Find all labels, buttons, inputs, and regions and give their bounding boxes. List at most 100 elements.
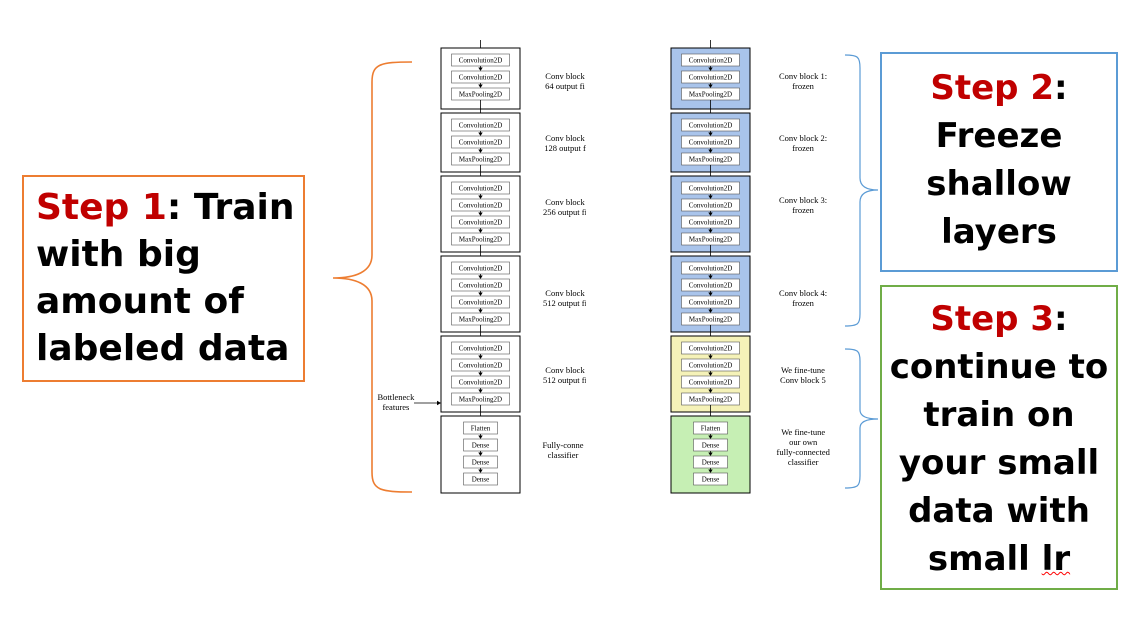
right-block-label-line: frozen [792, 143, 814, 153]
right-layer-arrow-head [708, 132, 713, 136]
right-layer-dense-text: Dense [702, 459, 720, 467]
right-layer-arrow-head [708, 435, 713, 439]
step2-line: layers [941, 212, 1057, 252]
left-layer-arrow-head [478, 372, 483, 376]
right-layer-conv-text: Convolution2D [689, 379, 733, 387]
right-block-label: Conv block 2:frozen [779, 133, 827, 153]
left-block-label-line: Conv block [545, 71, 585, 81]
right-layer-conv-text: Convolution2D [689, 299, 733, 307]
right-block-label-line: fully-connected [776, 447, 830, 457]
right-block-label-line: Conv block 1: [779, 71, 828, 81]
step1-number: Step 1 [36, 187, 167, 228]
right-layer-arrow-head [708, 275, 713, 279]
step1-line: labeled data [36, 328, 290, 369]
left-layer-pool-text: MaxPooling2D [459, 236, 502, 244]
right-block-label-line: We fine-tune [780, 365, 825, 375]
left-block-label-line: classifier [547, 450, 579, 460]
left-layer-arrow-head [478, 309, 483, 313]
right-block-label-line: Conv block 3: [779, 195, 828, 205]
left-layer-dense [463, 472, 498, 486]
left-layer-conv-text: Convolution2D [459, 299, 503, 307]
step3-callout: Step 3: continue to train on your small … [880, 285, 1118, 590]
right-layer-arrow-head [708, 67, 713, 71]
right-layer-conv-text: Convolution2D [689, 202, 733, 210]
right-layer-conv-text: Convolution2D [689, 345, 733, 353]
left-layer-conv-text: Convolution2D [459, 345, 503, 353]
right-block-label: Conv block 3:frozen [779, 195, 827, 215]
left-block-label-line: Fully-conne [542, 440, 584, 450]
right-layer-conv-text: Convolution2D [689, 265, 733, 273]
right-layer-conv-text: Convolution2D [689, 122, 733, 130]
left-block-label-line: 512 output fi [543, 298, 586, 308]
right-block-label-line: frozen [792, 81, 814, 91]
right-block-label-line: We fine-tune [781, 427, 826, 437]
right-layer-dense [693, 472, 728, 486]
left-layer-arrow-head [478, 389, 483, 393]
step3-line: train on [923, 395, 1075, 435]
right-block-label: Conv block 4:frozen [779, 288, 827, 308]
left-layer-conv-text: Convolution2D [459, 265, 503, 273]
right-layer-conv-text: Convolution2D [689, 74, 733, 82]
step1-heading-rest: : Train [166, 187, 295, 228]
right-layer-arrow-head [708, 389, 713, 393]
left-layer-conv-text: Convolution2D [459, 282, 503, 290]
bottleneck-arrow-head [437, 400, 441, 406]
left-layer-conv-text: Convolution2D [459, 219, 503, 227]
left-layer-arrow-head [478, 84, 483, 88]
right-layer-conv-text: Convolution2D [689, 57, 733, 65]
step2-heading: Step 2: [882, 64, 1116, 112]
left-layer-conv-text: Convolution2D [459, 362, 503, 370]
right-layer-flatten-text: Flatten [701, 425, 721, 433]
left-layer-conv-text: Convolution2D [459, 185, 503, 193]
right-layer-arrow-head [708, 452, 713, 456]
left-block-label-line: 256 output fi [543, 207, 586, 217]
right-layer-conv-text: Convolution2D [689, 185, 733, 193]
left-layer-conv-text: Convolution2D [459, 57, 503, 65]
step2-line: Freeze [935, 116, 1063, 156]
left-layer-dense-text: Dense [472, 476, 490, 484]
right-layer-conv-text: Convolution2D [689, 219, 733, 227]
left-layer-pool-text: MaxPooling2D [459, 156, 502, 164]
left-layer-conv-text: Convolution2D [459, 139, 503, 147]
left-layer-arrow-head [478, 275, 483, 279]
left-block-label-line: Conv block [545, 365, 585, 375]
left-block-label-line: Conv block [545, 197, 585, 207]
spellcheck-word: lr [1041, 539, 1071, 579]
left-layer-pool-text: MaxPooling2D [459, 396, 502, 404]
right-layer-arrow-head [708, 195, 713, 199]
right-block-label: Conv block 1:frozen [779, 71, 827, 91]
left-block-label-line: 512 output fi [543, 375, 586, 385]
step3-number: Step 3 [930, 299, 1055, 339]
left-layer-conv-text: Convolution2D [459, 379, 503, 387]
left-layer-arrow-head [478, 435, 483, 439]
step2-heading-rest: : [1054, 68, 1068, 108]
right-block-label-line: classifier [787, 457, 819, 467]
step3-last-prefix: small [927, 539, 1042, 579]
step2-line: shallow [926, 164, 1072, 204]
left-layer-dense-text: Dense [472, 442, 490, 450]
step3-line-last: small lr [882, 535, 1116, 583]
right-block-label-line: Conv block 4: [779, 288, 828, 298]
right-layer-conv-text: Convolution2D [689, 139, 733, 147]
right-layer-dense-text: Dense [702, 476, 720, 484]
right-layer-arrow-head [708, 355, 713, 359]
left-layer-arrow-head [478, 469, 483, 473]
step3-line: your small [898, 443, 1100, 483]
left-layer-conv-text: Convolution2D [459, 202, 503, 210]
right-block-label-line: Conv block 5 [780, 375, 826, 385]
right-block-label-line: frozen [792, 205, 814, 215]
right-layer-conv-text: Convolution2D [689, 362, 733, 370]
right-layer-pool-text: MaxPooling2D [689, 236, 732, 244]
right-layer-pool-text: MaxPooling2D [689, 91, 732, 99]
right-layer-dense-text: Dense [702, 442, 720, 450]
right-layer-pool-text: MaxPooling2D [689, 156, 732, 164]
left-layer-arrow-head [478, 229, 483, 233]
left-layer-arrow-head [478, 149, 483, 153]
